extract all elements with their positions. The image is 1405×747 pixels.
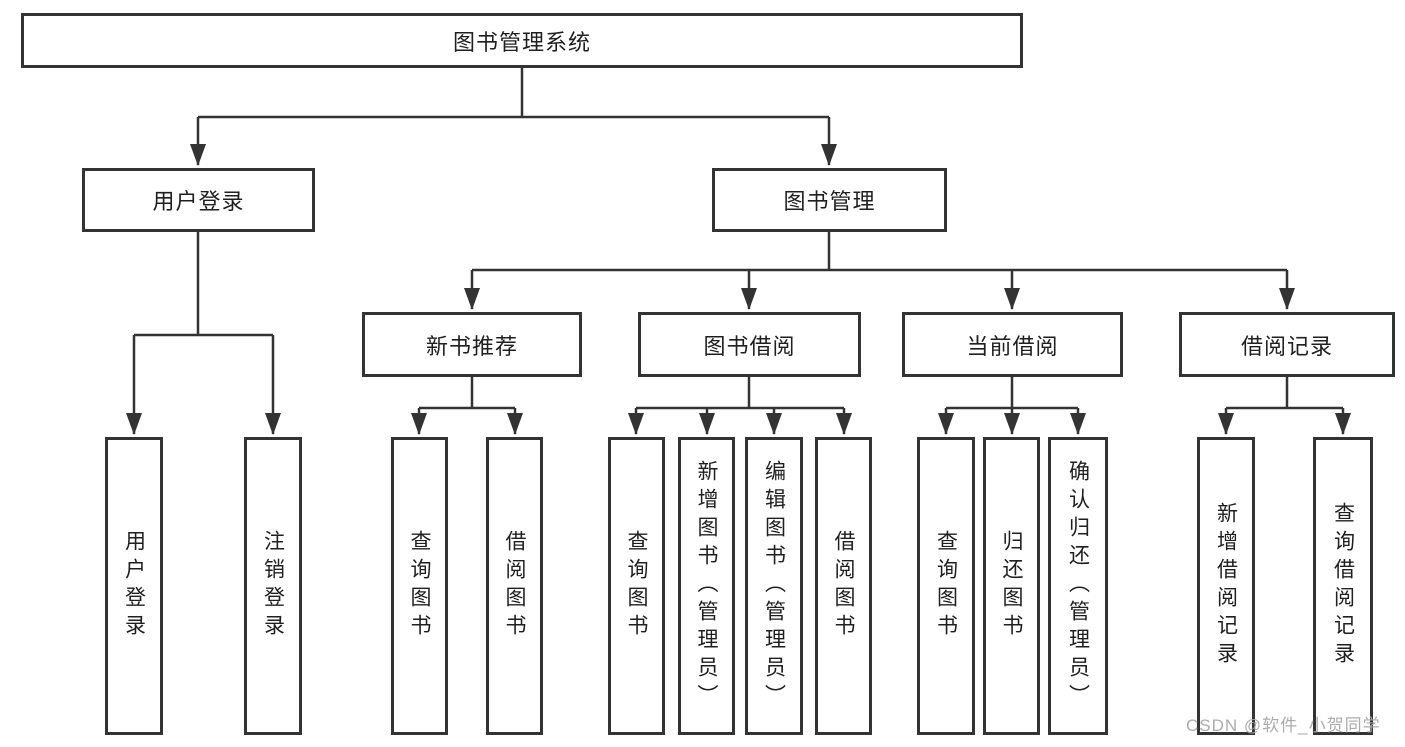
node-label: 新书推荐 [425, 333, 518, 359]
node-book-management: 图书管理 [712, 168, 947, 232]
node-label: 注销登录 [261, 530, 285, 642]
leaf-query-book-3: 查询图书 [917, 437, 975, 735]
node-label: 借阅记录 [1240, 333, 1333, 359]
node-current-borrow: 当前借阅 [902, 312, 1123, 377]
node-label: 新增图书（管理员） [695, 460, 718, 712]
connector-user-login-to-leaves [126, 230, 281, 435]
node-label: 新增借阅记录 [1214, 502, 1238, 670]
connector-borrow-records-to-leaves [1218, 375, 1351, 435]
node-label: 编辑图书（管理员） [762, 460, 786, 712]
connector-new-book-to-leaves [411, 375, 523, 435]
connector-current-borrow-to-leaves [938, 375, 1086, 435]
node-label: 图书借阅 [703, 333, 796, 359]
leaf-query-book-2: 查询图书 [608, 437, 665, 735]
node-new-book-recommend: 新书推荐 [362, 312, 582, 377]
node-label: 图书管理系统 [452, 29, 591, 55]
node-label: 查询借阅记录 [1331, 502, 1355, 670]
leaf-borrow-book-1: 借阅图书 [486, 437, 543, 735]
leaf-query-book-1: 查询图书 [391, 437, 448, 735]
leaf-query-borrow-record: 查询借阅记录 [1313, 437, 1373, 735]
node-label: 用户登录 [122, 530, 146, 642]
connector-book-borrow-to-leaves [628, 375, 852, 435]
leaf-return-book: 归还图书 [983, 437, 1040, 735]
node-label: 查询图书 [408, 530, 431, 642]
leaf-confirm-return-admin: 确认归还（管理员） [1048, 437, 1108, 735]
node-root-library-management-system: 图书管理系统 [21, 13, 1023, 68]
node-label: 查询图书 [625, 530, 648, 642]
leaf-user-login: 用户登录 [105, 437, 163, 735]
node-label: 借阅图书 [832, 530, 855, 642]
connector-book-management-to-level3 [464, 230, 1295, 310]
node-user-login: 用户登录 [82, 168, 315, 232]
node-label: 查询图书 [934, 530, 958, 642]
node-label: 图书管理 [783, 189, 876, 214]
leaf-logout: 注销登录 [244, 437, 302, 735]
node-label: 用户登录 [152, 189, 245, 214]
leaf-add-book-admin: 新增图书（管理员） [678, 437, 735, 735]
connector-root-to-level2 [190, 66, 837, 166]
leaf-edit-book-admin: 编辑图书（管理员） [745, 437, 803, 735]
node-label: 归还图书 [1000, 530, 1023, 642]
csdn-watermark: CSDN @软件_小贺同学 [1186, 716, 1381, 735]
node-label: 当前借阅 [966, 333, 1059, 359]
node-book-borrow: 图书借阅 [638, 312, 861, 377]
node-label: 借阅图书 [503, 530, 526, 642]
node-borrow-records: 借阅记录 [1179, 312, 1395, 377]
leaf-borrow-book-2: 借阅图书 [815, 437, 872, 735]
leaf-add-borrow-record: 新增借阅记录 [1197, 437, 1255, 735]
node-label: 确认归还（管理员） [1066, 460, 1090, 712]
